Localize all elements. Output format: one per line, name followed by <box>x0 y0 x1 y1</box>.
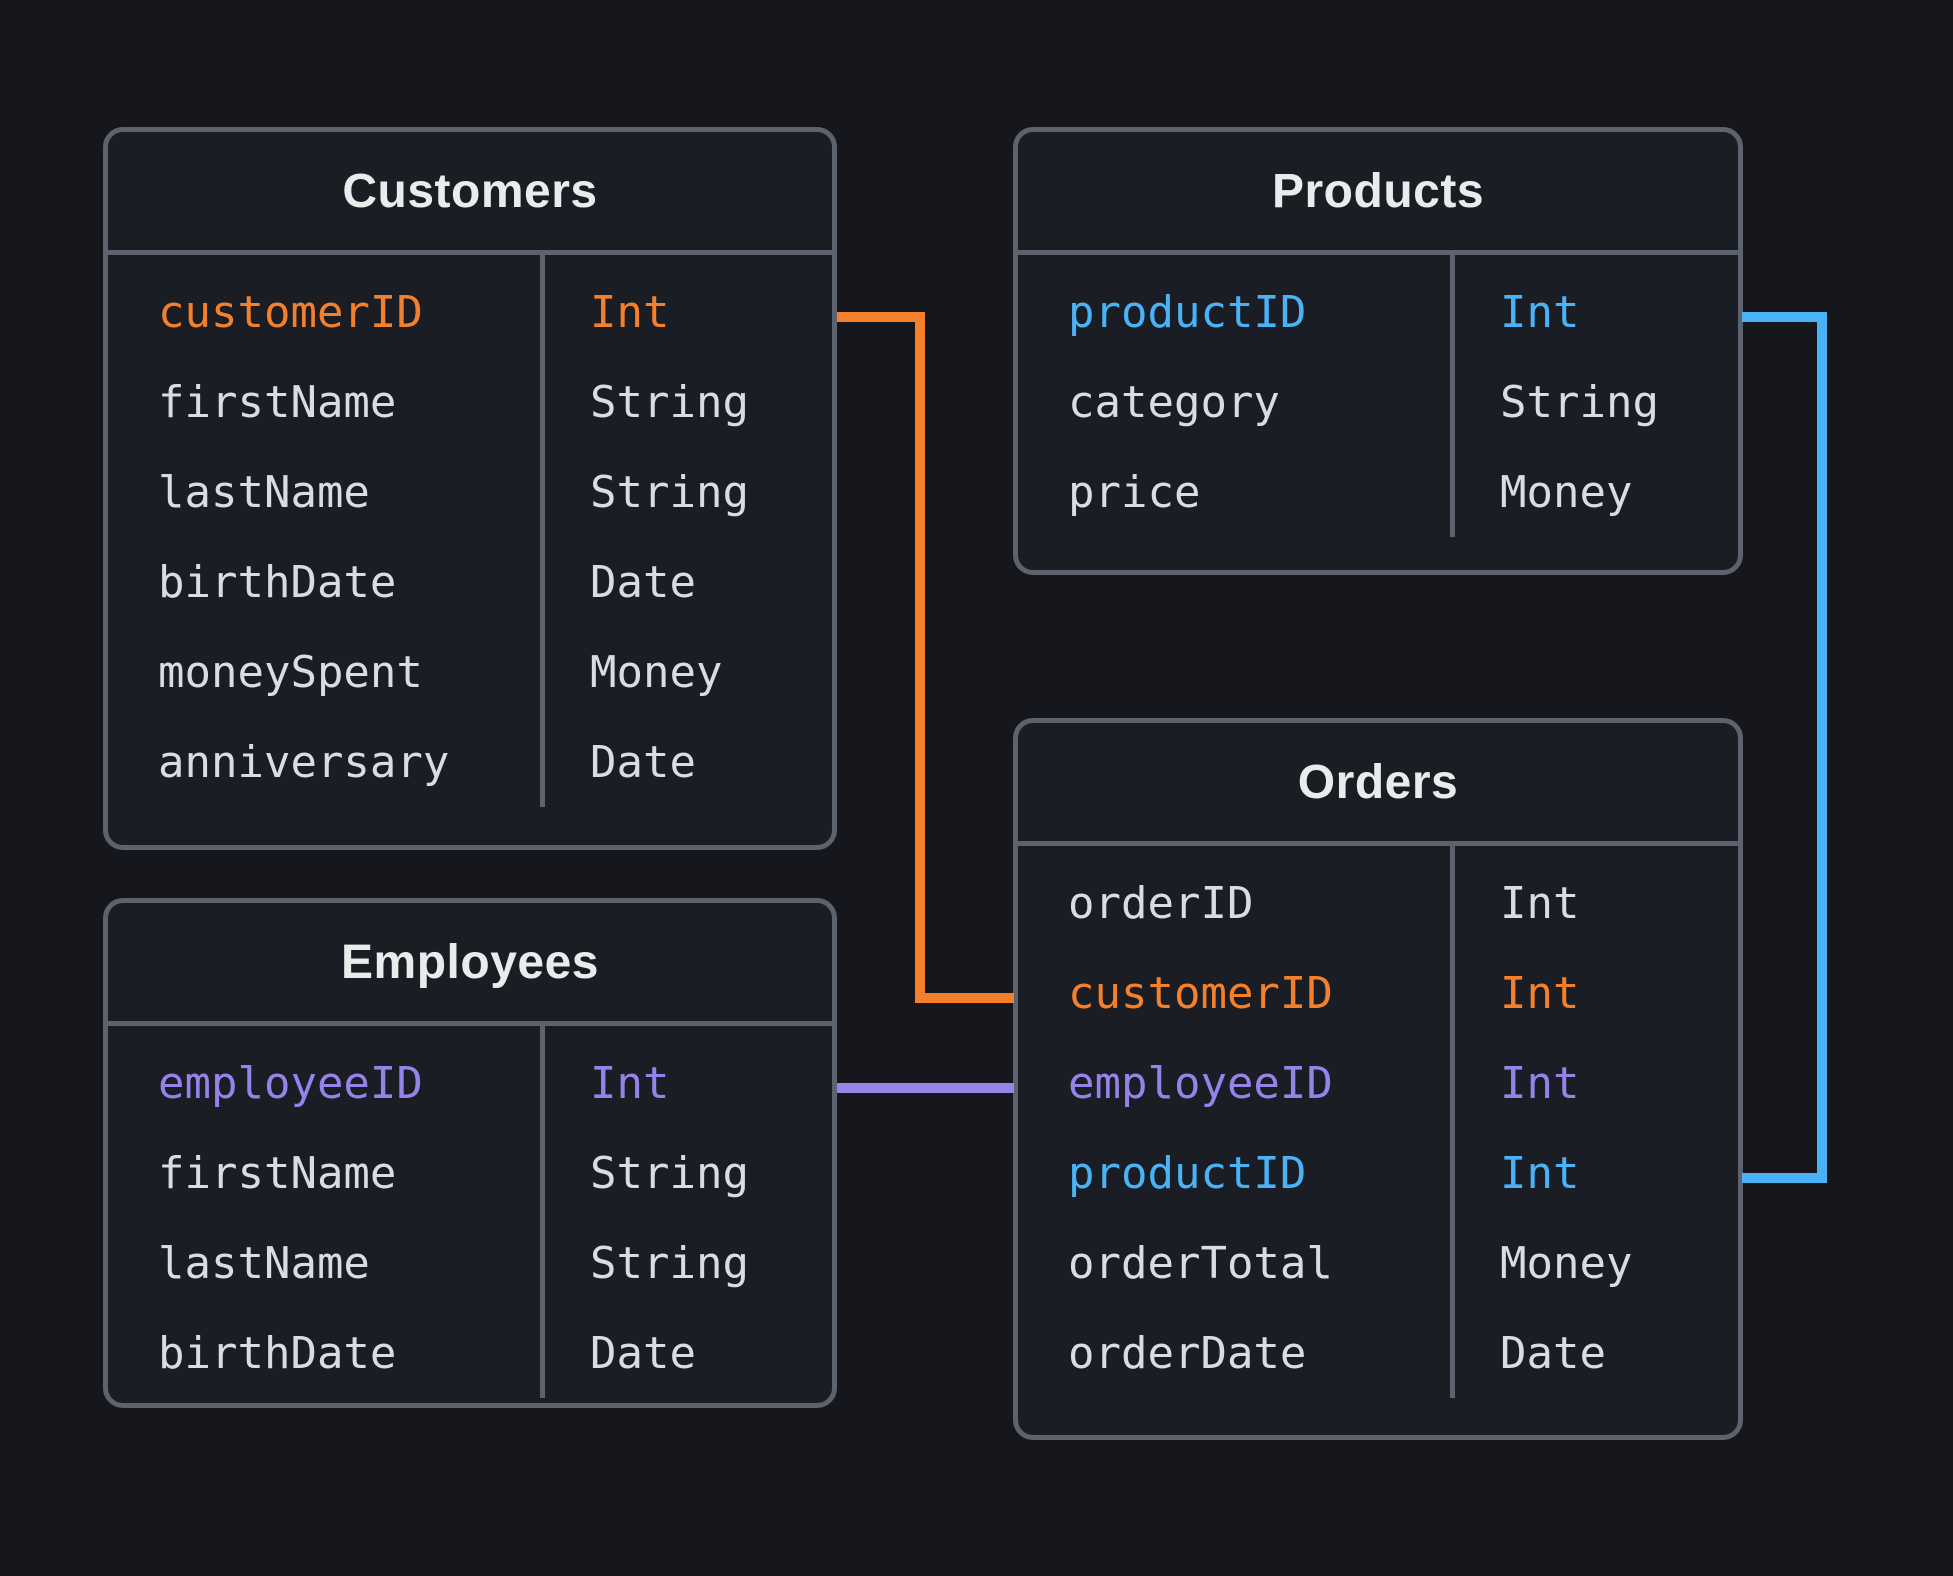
field-row-orderDate: orderDate Date <box>1018 1308 1738 1398</box>
field-name: orderTotal <box>1068 1237 1333 1289</box>
fk-line-customers-orders <box>837 312 1014 1003</box>
table-customers-header: Customers <box>108 132 832 255</box>
field-name: lastName <box>158 466 370 518</box>
field-row-productID: productID Int <box>1018 1128 1738 1218</box>
field-row-birthDate: birthDate Date <box>108 537 832 627</box>
field-name: productID <box>1068 1147 1307 1199</box>
field-row-category: category String <box>1018 357 1738 447</box>
field-type: Int <box>1500 877 1580 929</box>
field-row-productID: productID Int <box>1018 267 1738 357</box>
field-type: Money <box>1500 466 1633 518</box>
field-name: orderID <box>1068 877 1254 929</box>
table-employees-body: employeeID Int firstName String lastName… <box>108 1026 832 1398</box>
table-products: Products productID Int category String p… <box>1013 127 1743 575</box>
field-name: customerID <box>1068 967 1333 1019</box>
field-row-lastName: lastName String <box>108 447 832 537</box>
table-customers: Customers customerID Int firstName Strin… <box>103 127 837 850</box>
field-type: Int <box>1500 1147 1580 1199</box>
field-name: firstName <box>158 376 397 428</box>
field-name: category <box>1068 376 1280 428</box>
field-type: Int <box>590 286 670 338</box>
field-type: Int <box>1500 286 1580 338</box>
field-type: Money <box>590 646 723 698</box>
field-name: price <box>1068 466 1201 518</box>
table-customers-body: customerID Int firstName String lastName… <box>108 255 832 807</box>
field-row-firstName: firstName String <box>108 357 832 447</box>
field-name: employeeID <box>158 1057 423 1109</box>
field-name: anniversary <box>158 736 450 788</box>
table-orders-body: orderID Int customerID Int employeeID In… <box>1018 846 1738 1398</box>
field-type: Date <box>590 556 696 608</box>
field-row-firstName: firstName String <box>108 1128 832 1218</box>
field-type: Int <box>590 1057 670 1109</box>
field-name: firstName <box>158 1147 397 1199</box>
field-row-customerID: customerID Int <box>1018 948 1738 1038</box>
table-employees-header: Employees <box>108 903 832 1026</box>
table-products-body: productID Int category String price Mone… <box>1018 255 1738 537</box>
field-name: orderDate <box>1068 1327 1307 1379</box>
field-row-orderID: orderID Int <box>1018 858 1738 948</box>
column-divider <box>1450 846 1455 1398</box>
field-row-birthDate: birthDate Date <box>108 1308 832 1398</box>
field-name: customerID <box>158 286 423 338</box>
table-customers-title: Customers <box>342 164 598 218</box>
field-name: moneySpent <box>158 646 423 698</box>
table-employees-title: Employees <box>341 935 599 989</box>
column-divider <box>540 255 545 807</box>
field-type: Int <box>1500 967 1580 1019</box>
field-type: Date <box>1500 1327 1606 1379</box>
field-row-employeeID: employeeID Int <box>108 1038 832 1128</box>
table-products-title: Products <box>1271 164 1485 218</box>
field-row-price: price Money <box>1018 447 1738 537</box>
field-name: productID <box>1068 286 1307 338</box>
fk-line-products-orders <box>1742 312 1827 1183</box>
field-row-customerID: customerID Int <box>108 267 832 357</box>
field-row-moneySpent: moneySpent Money <box>108 627 832 717</box>
field-type: Int <box>1500 1057 1580 1109</box>
field-type: String <box>590 1147 749 1199</box>
table-products-header: Products <box>1018 132 1738 255</box>
field-row-employeeID: employeeID Int <box>1018 1038 1738 1128</box>
field-type: String <box>590 466 749 518</box>
field-name: lastName <box>158 1237 370 1289</box>
table-orders: Orders orderID Int customerID Int employ… <box>1013 718 1743 1440</box>
field-type: String <box>1500 376 1659 428</box>
column-divider <box>540 1026 545 1398</box>
field-name: employeeID <box>1068 1057 1333 1109</box>
field-name: birthDate <box>158 556 397 608</box>
field-type: Money <box>1500 1237 1633 1289</box>
table-employees: Employees employeeID Int firstName Strin… <box>103 898 837 1408</box>
field-type: Date <box>590 736 696 788</box>
field-type: String <box>590 376 749 428</box>
field-name: birthDate <box>158 1327 397 1379</box>
column-divider <box>1450 255 1455 537</box>
field-row-anniversary: anniversary Date <box>108 717 832 807</box>
field-row-lastName: lastName String <box>108 1218 832 1308</box>
field-type: String <box>590 1237 749 1289</box>
table-orders-title: Orders <box>1297 755 1459 809</box>
field-type: Date <box>590 1327 696 1379</box>
table-orders-header: Orders <box>1018 723 1738 846</box>
field-row-orderTotal: orderTotal Money <box>1018 1218 1738 1308</box>
